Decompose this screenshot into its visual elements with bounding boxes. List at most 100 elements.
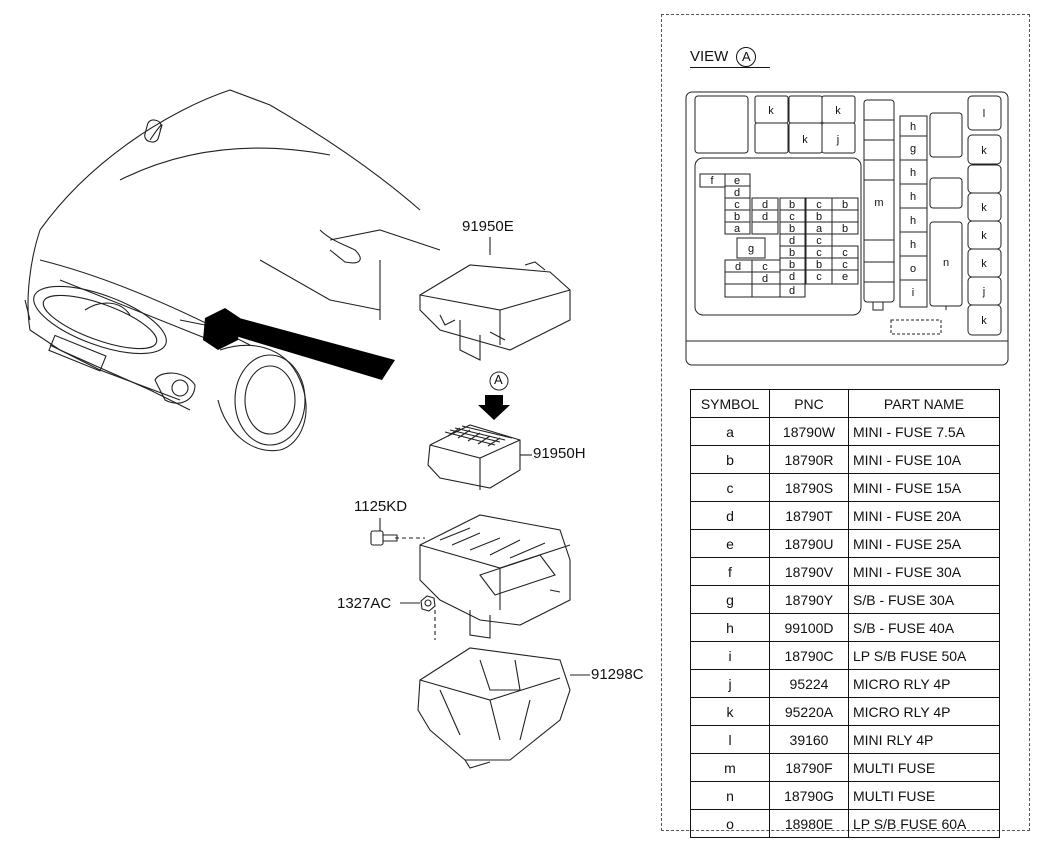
legend-part-name: MINI - FUSE 30A	[848, 557, 1000, 586]
svg-text:c: c	[842, 259, 848, 271]
view-marker-circle: A	[736, 47, 757, 67]
callout-cover: 91950E	[462, 218, 514, 235]
svg-text:k: k	[981, 230, 987, 242]
legend-part-name: LP S/B FUSE 60A	[848, 809, 1000, 838]
svg-text:d: d	[789, 271, 795, 283]
legend-symbol: o	[690, 809, 770, 838]
svg-text:b: b	[734, 211, 740, 223]
svg-text:c: c	[816, 235, 822, 247]
svg-text:d: d	[762, 199, 768, 211]
slot-n: n	[943, 257, 949, 269]
legend-part-name: MINI - FUSE 20A	[848, 501, 1000, 530]
svg-text:b: b	[842, 223, 848, 235]
legend-part-name: LP S/B FUSE 50A	[848, 641, 1000, 670]
svg-text:c: c	[734, 199, 740, 211]
header-part-name: PART NAME	[848, 389, 1000, 418]
legend-part-name: MINI - FUSE 15A	[848, 473, 1000, 502]
svg-text:j: j	[982, 286, 985, 298]
svg-text:a: a	[734, 223, 741, 235]
view-title-underline	[690, 67, 770, 68]
callout-fuse-block: 91950H	[533, 445, 586, 462]
legend-symbol: i	[690, 641, 770, 670]
legend-part-name: MULTI FUSE	[848, 781, 1000, 810]
callout-bolt: 1125KD	[354, 498, 408, 515]
slot-k1: k	[768, 105, 774, 117]
slot-f: f	[710, 175, 714, 187]
svg-text:c: c	[816, 271, 822, 283]
legend-pnc: 18790W	[769, 417, 849, 446]
svg-text:h: h	[910, 191, 916, 203]
legend-part-name: MICRO RLY 4P	[848, 697, 1000, 726]
svg-text:c: c	[816, 247, 822, 259]
svg-text:d: d	[762, 273, 768, 285]
svg-text:c: c	[816, 199, 822, 211]
svg-text:d: d	[789, 235, 795, 247]
svg-text:i: i	[912, 287, 914, 299]
legend-pnc: 99100D	[769, 613, 849, 642]
svg-text:h: h	[910, 239, 916, 251]
legend-symbol: n	[690, 781, 770, 810]
lower-cover-illustration	[417, 647, 590, 769]
svg-text:b: b	[789, 223, 795, 235]
junction-box-illustration	[395, 514, 571, 640]
legend-symbol: h	[690, 613, 770, 642]
bolt-illustration	[370, 518, 398, 546]
legend-part-name: MINI - FUSE 10A	[848, 445, 1000, 474]
install-direction-arrow	[478, 395, 510, 420]
legend-pnc: 95224	[769, 669, 849, 698]
location-pointer-band	[222, 315, 395, 380]
legend-symbol: c	[690, 473, 770, 502]
legend-symbol: b	[690, 445, 770, 474]
legend-symbol: f	[690, 557, 770, 586]
legend-pnc: 18790F	[769, 753, 849, 782]
svg-text:b: b	[789, 247, 795, 259]
vehicle-front-illustration	[24, 89, 441, 452]
nut-illustration	[400, 595, 436, 612]
legend-pnc: 18790C	[769, 641, 849, 670]
svg-text:b: b	[816, 259, 822, 271]
svg-text:a: a	[816, 223, 823, 235]
legend-header-row: SYMBOL PNC PART NAME	[690, 389, 1000, 418]
svg-text:o: o	[910, 263, 916, 275]
svg-text:c: c	[789, 211, 795, 223]
legend-pnc: 18790Y	[769, 585, 849, 614]
svg-text:b: b	[816, 211, 822, 223]
legend-pnc: 18790R	[769, 445, 849, 474]
svg-text:b: b	[789, 259, 795, 271]
legend-pnc: 18790G	[769, 781, 849, 810]
view-label: VIEW	[690, 48, 729, 65]
header-symbol: SYMBOL	[690, 389, 770, 418]
svg-text:h: h	[910, 215, 916, 227]
svg-text:c: c	[842, 247, 848, 259]
svg-text:d: d	[762, 211, 768, 223]
svg-text:k: k	[981, 315, 987, 327]
legend-pnc: 39160	[769, 725, 849, 754]
legend-symbol: a	[690, 417, 770, 446]
legend-pnc: 18790T	[769, 501, 849, 530]
legend-part-name: MINI - FUSE 7.5A	[848, 417, 1000, 446]
legend-symbol: l	[690, 725, 770, 754]
legend-symbol: k	[690, 697, 770, 726]
svg-text:c: c	[762, 261, 768, 273]
legend-pnc: 95220A	[769, 697, 849, 726]
upper-cover-illustration	[419, 237, 571, 361]
legend-symbol: g	[690, 585, 770, 614]
svg-text:b: b	[789, 199, 795, 211]
callout-view-marker: A	[494, 372, 503, 387]
legend-part-name: S/B - FUSE 40A	[848, 613, 1000, 642]
svg-text:h: h	[910, 121, 916, 133]
slot-e1: e	[734, 175, 740, 187]
svg-text:b: b	[842, 199, 848, 211]
svg-text:g: g	[748, 243, 754, 255]
legend-symbol: m	[690, 753, 770, 782]
